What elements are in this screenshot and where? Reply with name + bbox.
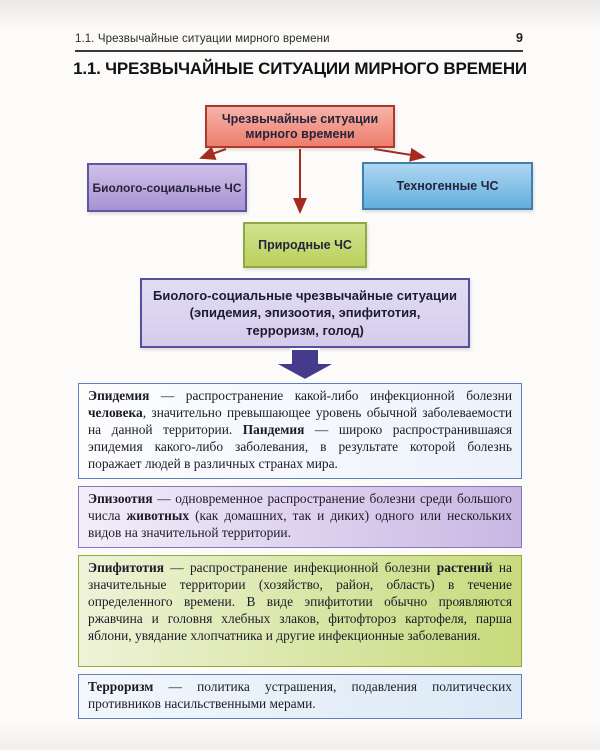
running-head-title: 1.1. Чрезвычайные ситуации мирного време… (75, 33, 330, 45)
arrow-to-technogenic-icon (373, 147, 426, 162)
definition-epizootic: Эпизоотия — одновременное распространени… (78, 486, 522, 548)
diagram-summary-line2: (эпидемия, эпизоотия, эпифитотия, (189, 305, 421, 321)
diagram-summary-line1: Биолого-социальные чрезвычайные ситуации (153, 287, 457, 303)
definition-terrorism: Терроризм — политика устрашения, подавле… (78, 674, 522, 719)
diagram-node-technogenic-label: Техногенные ЧС (396, 179, 499, 193)
definition-epiphytotic: Эпифитотия — распространение инфекционно… (78, 555, 522, 667)
diagram-node-bio-social-label: Биолого-социальные ЧС (92, 180, 242, 195)
definition-epidemic: Эпидемия — распространение какой-либо ин… (78, 383, 522, 479)
big-down-arrow-icon (273, 348, 337, 381)
page-title: 1.1. ЧРЕЗВЫЧАЙНЫЕ СИТУАЦИИ МИРНОГО ВРЕМЕ… (73, 59, 527, 78)
diagram-node-root: Чрезвычайные ситуации мирного времени (205, 105, 395, 148)
diagram-node-summary: Биолого-социальные чрезвычайные ситуации… (140, 278, 470, 348)
diagram-node-root-label: Чрезвычайные ситуации мирного времени (221, 111, 379, 141)
arrow-to-bio-social-icon (199, 146, 227, 160)
diagram-summary-line3: терроризм, голод) (246, 322, 364, 338)
diagram-node-technogenic: Техногенные ЧС (362, 162, 533, 210)
definitions-section: Эпидемия — распространение какой-либо ин… (78, 383, 522, 726)
diagram-node-natural: Природные ЧС (243, 222, 367, 268)
diagram-node-bio-social: Биолого-социальные ЧС (87, 163, 247, 212)
page-number: 9 (515, 31, 523, 45)
running-head: 1.1. Чрезвычайные ситуации мирного време… (75, 31, 523, 52)
diagram-node-natural-label: Природные ЧС (258, 238, 352, 252)
